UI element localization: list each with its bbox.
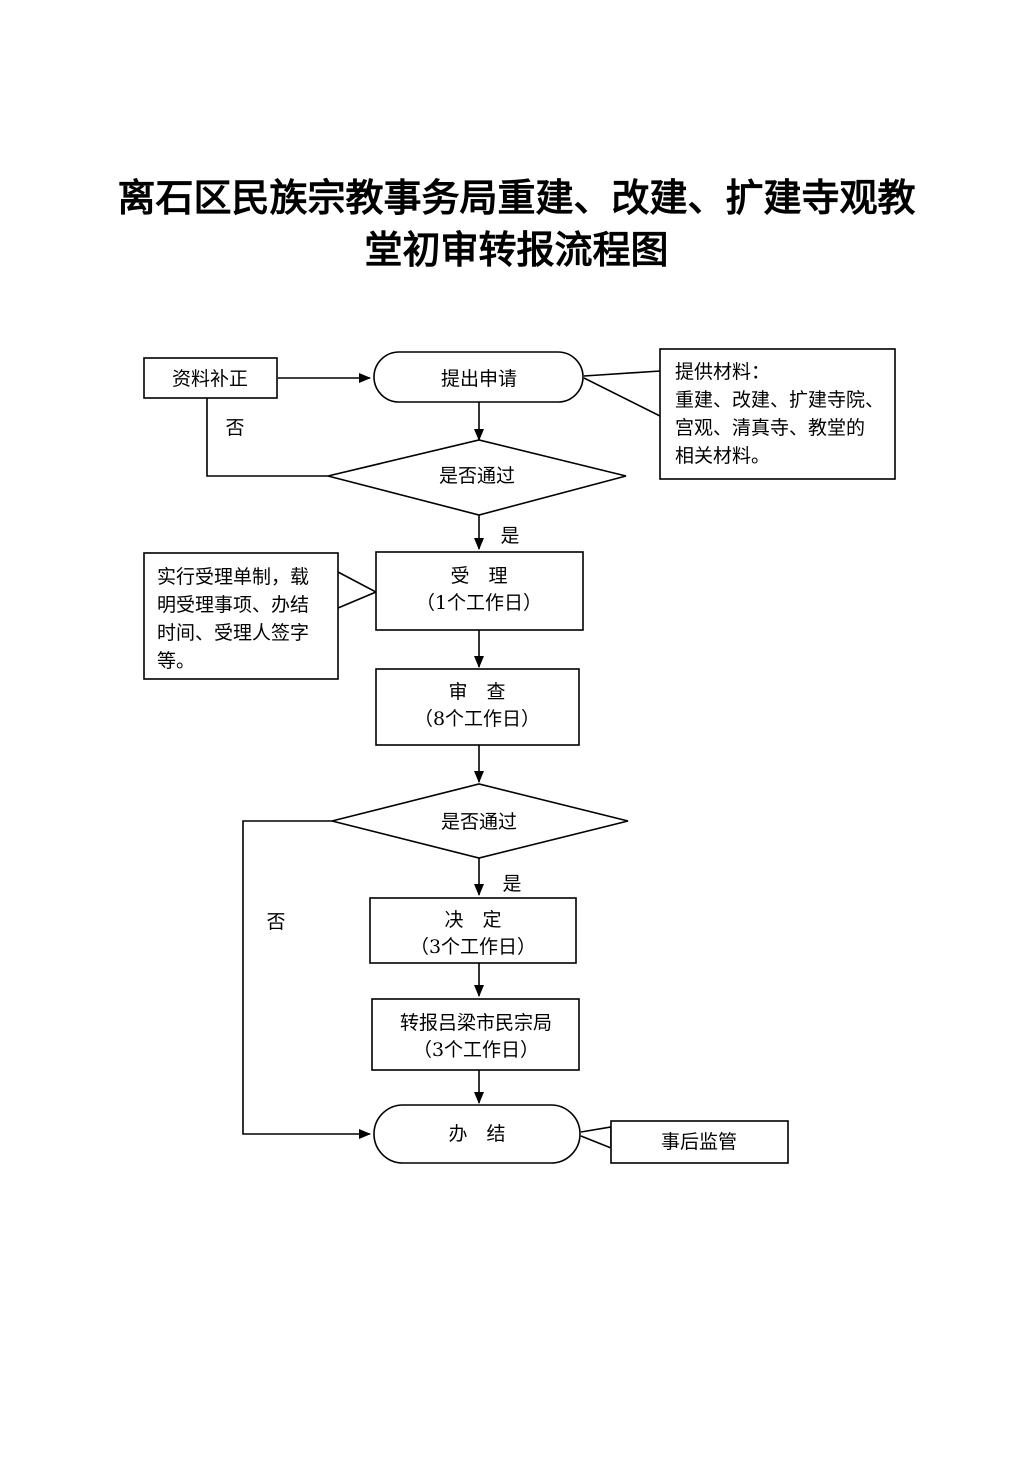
no-path-to-finish xyxy=(242,820,371,1139)
acceptance-note-line-1: 实行受理单制，载 xyxy=(157,566,309,588)
yes1-label: 是 xyxy=(500,525,519,547)
supervision-box xyxy=(610,1120,789,1164)
accept-box xyxy=(375,551,584,631)
materials-line-1: 提供材料： xyxy=(675,361,770,383)
review-box xyxy=(375,668,580,746)
no-path-to-correction xyxy=(206,398,328,477)
report-days: （3个工作日） xyxy=(413,1039,539,1061)
decision2-label: 是否通过 xyxy=(441,811,517,833)
decide-days: （3个工作日） xyxy=(410,936,536,958)
correction-label: 资料补正 xyxy=(172,368,248,390)
materials-line-4: 相关材料。 xyxy=(675,445,770,467)
finish-label: 办 结 xyxy=(448,1123,505,1145)
page-title: 离石区民族宗教事务局重建、改建、扩建寺观教 堂初审转报流程图 xyxy=(0,172,1033,276)
materials-line-3: 宫观、清真寺、教堂的 xyxy=(675,417,865,439)
materials-box xyxy=(659,348,896,480)
apply-node xyxy=(373,351,584,403)
supervision-label: 事后监管 xyxy=(661,1131,737,1153)
review-days: （8个工作日） xyxy=(414,708,540,730)
acceptance-note-box xyxy=(143,552,339,680)
no1-label: 否 xyxy=(225,417,244,439)
decision2-diamond xyxy=(331,783,629,859)
materials-line-2: 重建、改建、扩建寺院、 xyxy=(675,389,884,411)
accept-label: 受 理 xyxy=(450,565,507,587)
review-label: 审 查 xyxy=(448,681,505,703)
acceptance-note-line-2: 明受理事项、办结 xyxy=(157,594,309,616)
finish-node xyxy=(373,1104,581,1164)
correction-box xyxy=(143,357,278,399)
report-box xyxy=(371,998,580,1071)
acceptance-note-line-4: 等。 xyxy=(157,650,195,672)
connector-finish-to-supervision xyxy=(580,1126,612,1150)
acceptance-note-line-3: 时间、受理人签字 xyxy=(157,622,309,644)
report-label: 转报吕梁市民宗局 xyxy=(400,1012,552,1034)
decide-box xyxy=(369,897,577,964)
apply-label: 提出申请 xyxy=(441,368,517,390)
decision1-label: 是否通过 xyxy=(439,465,515,487)
connector-apply-to-materials xyxy=(583,370,661,377)
title-line-1: 离石区民族宗教事务局重建、改建、扩建寺观教 xyxy=(117,175,916,220)
accept-days: （1个工作日） xyxy=(416,592,542,614)
connector-apply-to-materials-lower xyxy=(583,377,661,417)
decision1-diamond xyxy=(327,439,627,516)
decide-label: 决 定 xyxy=(444,909,501,931)
title-line-2: 堂初审转报流程图 xyxy=(364,227,669,272)
connector-note-to-accept xyxy=(337,571,378,609)
yes2-label: 是 xyxy=(502,873,521,895)
no2-label: 否 xyxy=(266,911,285,933)
